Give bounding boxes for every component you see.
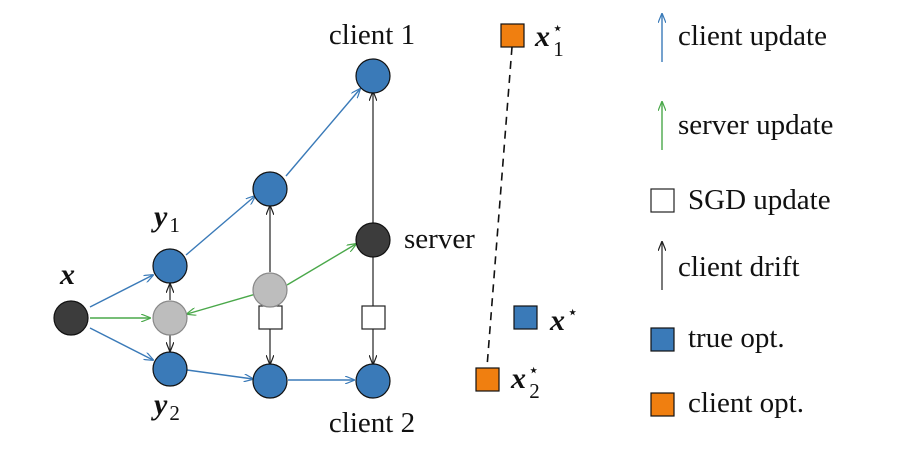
node-y1 bbox=[152, 248, 188, 284]
x1-star-label: x⋆1 bbox=[534, 18, 564, 61]
legend-sgd-update-square-icon bbox=[650, 188, 675, 213]
arrow-avg2-to-server bbox=[286, 244, 356, 286]
y1-label: y1 bbox=[151, 200, 180, 237]
true-opt-square bbox=[513, 305, 538, 330]
client1-opt-square bbox=[500, 23, 525, 48]
client-optima-dashed-line bbox=[486, 46, 513, 368]
legend-client-drift-label: client drift bbox=[678, 251, 800, 283]
client1-label: client 1 bbox=[329, 19, 415, 51]
legend-server-update-label: server update bbox=[678, 109, 833, 141]
x-label: x bbox=[59, 258, 75, 291]
arrow-avg2-to-avg1 bbox=[187, 293, 257, 314]
legend-client-update-label: client update bbox=[678, 20, 827, 52]
legend-client-opt-label: client opt. bbox=[688, 387, 804, 419]
sgd-square-right bbox=[361, 305, 386, 330]
node-server bbox=[355, 222, 391, 258]
arrow-x-to-y2 bbox=[89, 327, 153, 360]
sgd-square-mid bbox=[258, 305, 283, 330]
x2-star-label: x⋆2 bbox=[510, 360, 540, 403]
legend-sgd-update-label: SGD update bbox=[688, 184, 831, 216]
legend: client update server update SGD update c… bbox=[650, 14, 833, 419]
legend-client-opt-square-icon bbox=[650, 392, 675, 417]
node-c1-mid bbox=[252, 171, 288, 207]
client2-opt-square bbox=[475, 367, 500, 392]
node-y2 bbox=[152, 351, 188, 387]
legend-true-opt-label: true opt. bbox=[688, 322, 785, 354]
legend-true-opt-square-icon bbox=[650, 327, 675, 352]
client-update-arrows bbox=[89, 89, 360, 380]
server-label: server bbox=[404, 223, 475, 255]
node-c2-mid bbox=[252, 363, 288, 399]
arrow-x-to-y1 bbox=[89, 275, 153, 308]
arrow-y2-to-c2mid bbox=[186, 369, 253, 379]
node-avg2 bbox=[252, 272, 288, 308]
y2-label: y2 bbox=[151, 388, 180, 425]
node-avg1 bbox=[152, 300, 188, 336]
x-star-label: x⋆ bbox=[549, 302, 578, 337]
client2-label: client 2 bbox=[329, 407, 415, 439]
point-x bbox=[53, 300, 89, 336]
node-client1 bbox=[355, 58, 391, 94]
arrow-c1mid-to-client1 bbox=[285, 89, 360, 177]
arrow-y1-to-c1mid bbox=[185, 196, 255, 256]
server-update-arrows bbox=[90, 244, 356, 318]
node-client2 bbox=[355, 363, 391, 399]
